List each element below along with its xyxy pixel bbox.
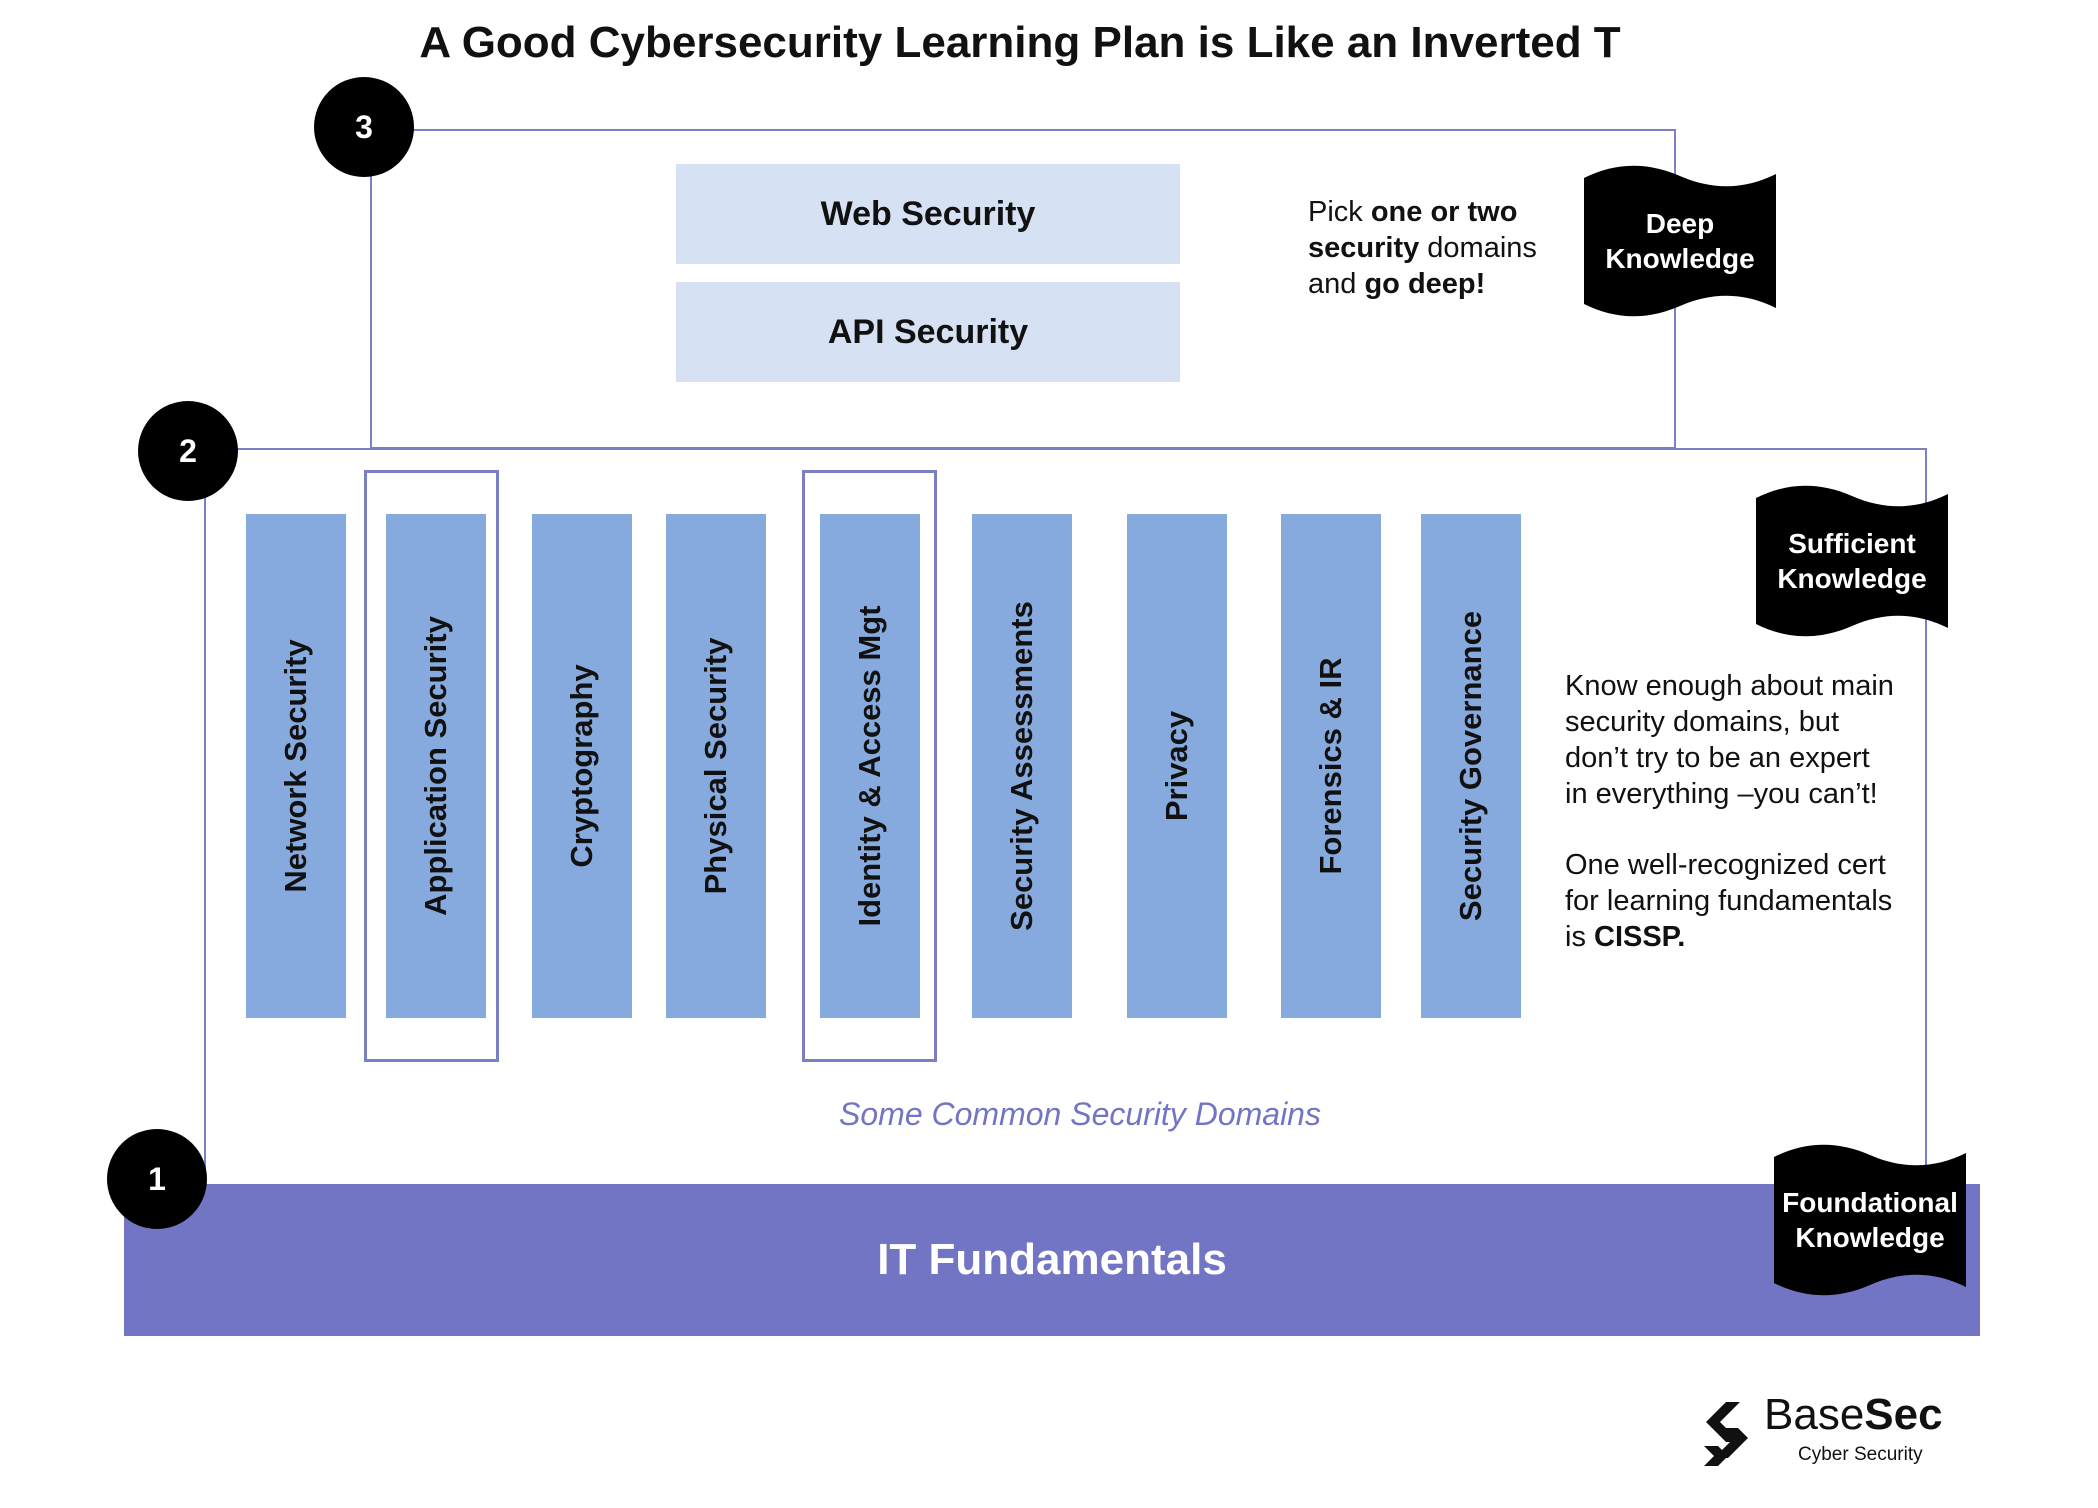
foundational-knowledge-flag: Foundational Knowledge [1774, 1143, 1966, 1297]
domain-column-privacy: Privacy [1127, 514, 1227, 1018]
page-title: A Good Cybersecurity Learning Plan is Li… [419, 18, 1621, 67]
basesec-logo: BaseSec Cyber Security [1700, 1390, 1980, 1470]
domain-column-security-governance: Security Governance [1421, 514, 1521, 1018]
flag-label: Foundational Knowledge [1782, 1187, 1958, 1253]
domain-column-cryptography: Cryptography [532, 514, 632, 1018]
domain-label: Security Assessments [1004, 601, 1039, 931]
deep-topic-label: API Security [827, 312, 1029, 351]
level-3-badge: 3 [314, 77, 414, 177]
domain-label: Privacy [1159, 710, 1194, 822]
flag-label: Sufficient Knowledge [1777, 528, 1927, 594]
deep-knowledge-flag: Deep Knowledge [1584, 164, 1776, 318]
sufficient-note-paragraph: Know enough about main security domains,… [1565, 670, 1894, 810]
domain-column-forensics-ir: Forensics & IR [1281, 514, 1381, 1018]
sufficient-knowledge-note: Know enough about main security domains,… [1565, 668, 1895, 955]
domain-label: Security Governance [1453, 610, 1488, 922]
deep-knowledge-note: Pick one or two security domains and go … [1308, 196, 1537, 300]
domain-label: Physical Security [698, 637, 733, 895]
level-1-badge: 1 [107, 1129, 207, 1229]
deep-topic-api-security: API Security [676, 282, 1180, 382]
domain-highlight-frame [364, 470, 499, 1062]
domain-label: Forensics & IR [1313, 657, 1348, 875]
sufficient-knowledge-flag: Sufficient Knowledge [1756, 484, 1948, 638]
domains-caption: Some Common Security Domains [839, 1096, 1321, 1132]
it-fundamentals-bar: IT Fundamentals [124, 1184, 1980, 1336]
domain-column-identity-access-mgt: Identity & Access Mgt [820, 514, 920, 1018]
domain-column-security-assessments: Security Assessments [972, 514, 1072, 1018]
chevron-stack-icon [1704, 1402, 1748, 1466]
level-2-badge: 2 [138, 401, 238, 501]
deep-topic-web-security: Web Security [676, 164, 1180, 264]
flag-label: Deep Knowledge [1605, 208, 1755, 274]
domain-column-physical-security: Physical Security [666, 514, 766, 1018]
domain-column-network-security: Network Security [246, 514, 346, 1018]
domain-label: Cryptography [564, 664, 599, 868]
it-fundamentals-label: IT Fundamentals [877, 1235, 1227, 1284]
wavy-flag-shape [1774, 1144, 1966, 1296]
domain-label: Network Security [278, 639, 313, 893]
domain-label: Identity & Access Mgt [852, 605, 887, 927]
wavy-flag-shape [1584, 165, 1776, 317]
wavy-flag-shape [1756, 485, 1948, 637]
deep-topic-label: Web Security [820, 194, 1036, 233]
logo-wordmark: BaseSec [1764, 1390, 1943, 1439]
domain-highlight-frame [802, 470, 937, 1062]
domain-column-application-security: Application Security [386, 514, 486, 1018]
domain-label: Application Security [418, 616, 453, 916]
logo-tagline: Cyber Security [1798, 1444, 1923, 1465]
sufficient-note-paragraph-cert: One well-recognized cert for learning fu… [1565, 849, 1893, 953]
